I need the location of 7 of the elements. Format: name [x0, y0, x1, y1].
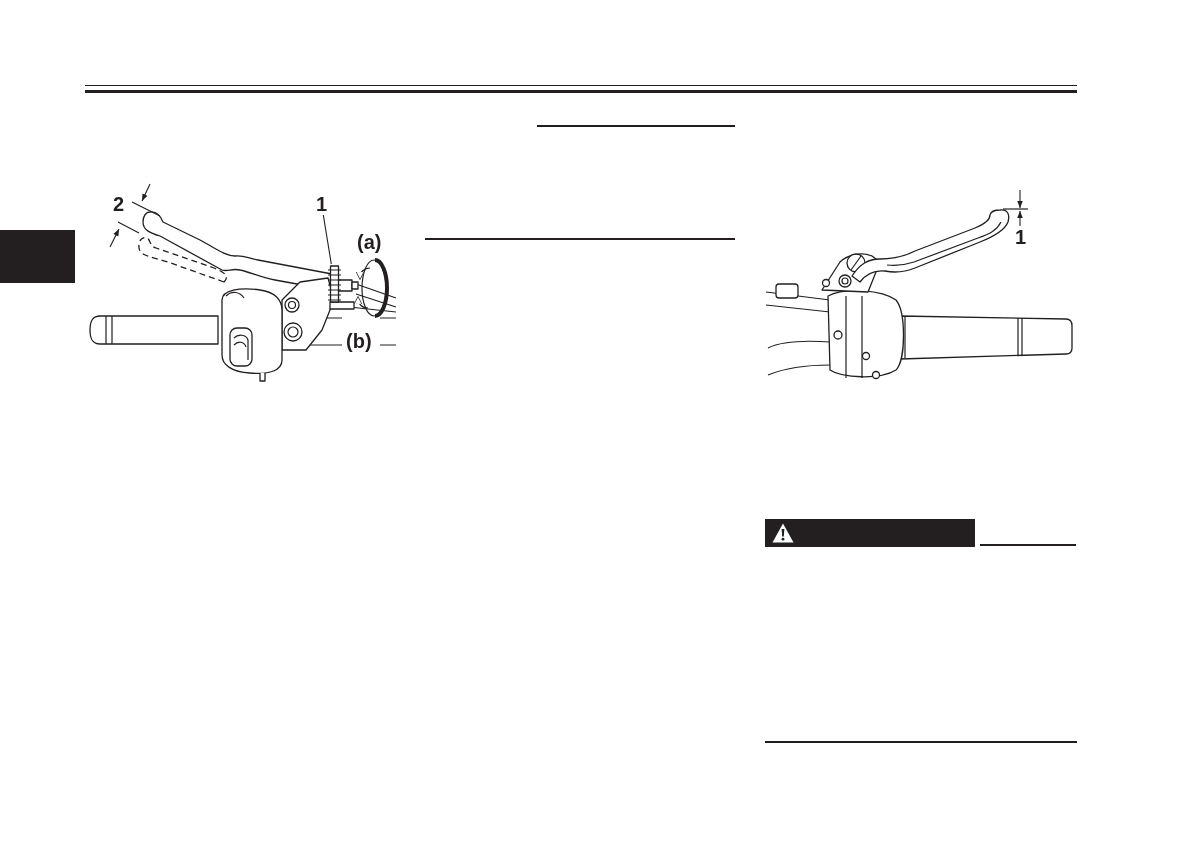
callout-label: (b)	[346, 331, 372, 351]
callout-number: 2	[113, 194, 125, 214]
callout-number: 1	[1015, 227, 1027, 247]
leader-line	[322, 214, 332, 265]
adjuster-knob	[327, 265, 342, 303]
callout-number: 1	[316, 194, 328, 214]
callout-label: (a)	[357, 232, 382, 252]
